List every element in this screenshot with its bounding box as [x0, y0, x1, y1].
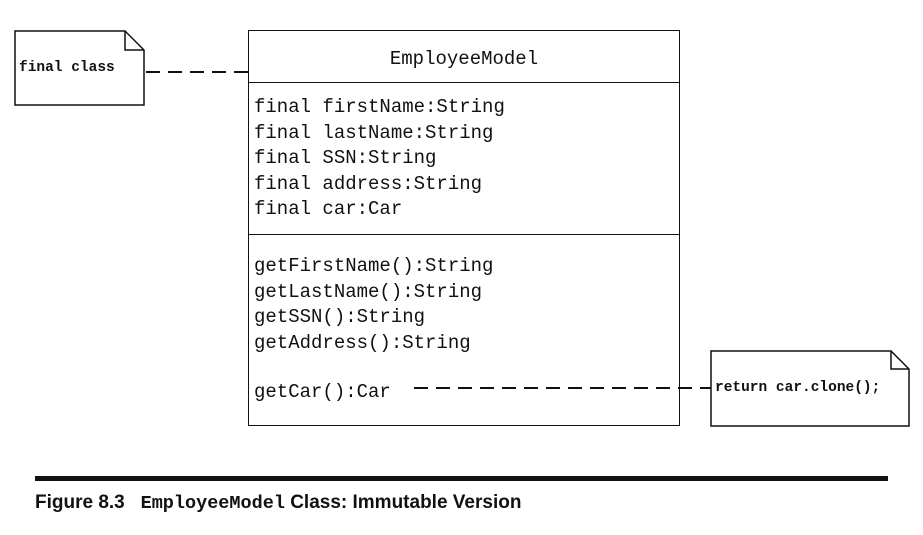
figure-number: Figure 8.3: [35, 492, 125, 513]
operation-getcar: getCar():Car: [254, 381, 391, 403]
attribute: final firstName:String: [254, 96, 505, 118]
operation: getFirstName():String: [254, 255, 494, 277]
class-note-fold: [124, 31, 144, 51]
attribute: final lastName:String: [254, 121, 494, 144]
class-name: EmployeeModel: [249, 31, 679, 83]
method-note-fold: [890, 351, 909, 370]
uml-class-box: EmployeeModel final firstName:String fin…: [248, 30, 680, 426]
method-note-text: return car.clone();: [715, 380, 881, 396]
attribute: final address:String: [254, 172, 483, 195]
attributes-compartment: final firstName:String final lastName:St…: [249, 83, 679, 235]
caption-class-name: EmployeeModel: [140, 493, 285, 514]
operations-compartment: getFirstName():String getLastName():Stri…: [249, 235, 679, 406]
caption-rule: [35, 476, 888, 481]
attribute: final car:Car: [254, 198, 403, 220]
figure-caption: Figure 8.3 EmployeeModel Class: Immutabl…: [35, 492, 521, 514]
caption-title: Class: Immutable Version: [290, 492, 522, 513]
method-note-shape: [710, 350, 910, 427]
class-note-shape: [14, 30, 145, 106]
operation: getLastName():String: [254, 280, 483, 303]
attribute: final SSN:String: [254, 147, 437, 169]
operation: getSSN():String: [254, 306, 426, 328]
class-note-text: final class: [19, 60, 115, 76]
operation: getAddress():String: [254, 331, 471, 354]
